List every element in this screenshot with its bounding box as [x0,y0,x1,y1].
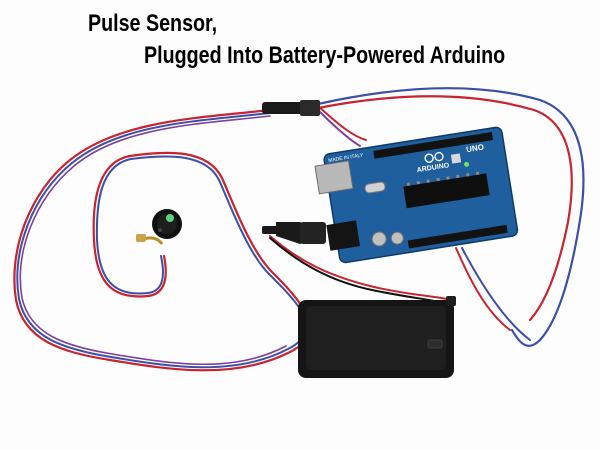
arduino-board: MADE IN ITALY ARDUINO UNO [314,126,519,264]
usb-port [314,160,354,195]
model-print: UNO [466,143,485,155]
power-jack [326,220,361,251]
capacitor [371,231,387,247]
power-led [464,161,470,167]
sensor-cable [13,108,311,372]
made-in-print: MADE IN ITALY [328,152,365,164]
caption-line-2: Plugged Into Battery-Powered Arduino [144,42,506,69]
arduino-logo-icon [424,151,444,163]
battery-switch [427,339,443,349]
upper-wires [316,87,585,347]
reset-button [450,153,462,164]
digital-header [373,132,494,159]
pulse-sensor [136,209,182,245]
analog-header [407,224,508,249]
caption-line-1: Pulse Sensor, [88,10,218,37]
capacitor [390,231,404,245]
crystal [364,181,386,194]
battery-pack [298,296,456,378]
power-plug [262,222,326,244]
microcontroller-chip [403,173,490,209]
wire-connector [262,100,320,116]
